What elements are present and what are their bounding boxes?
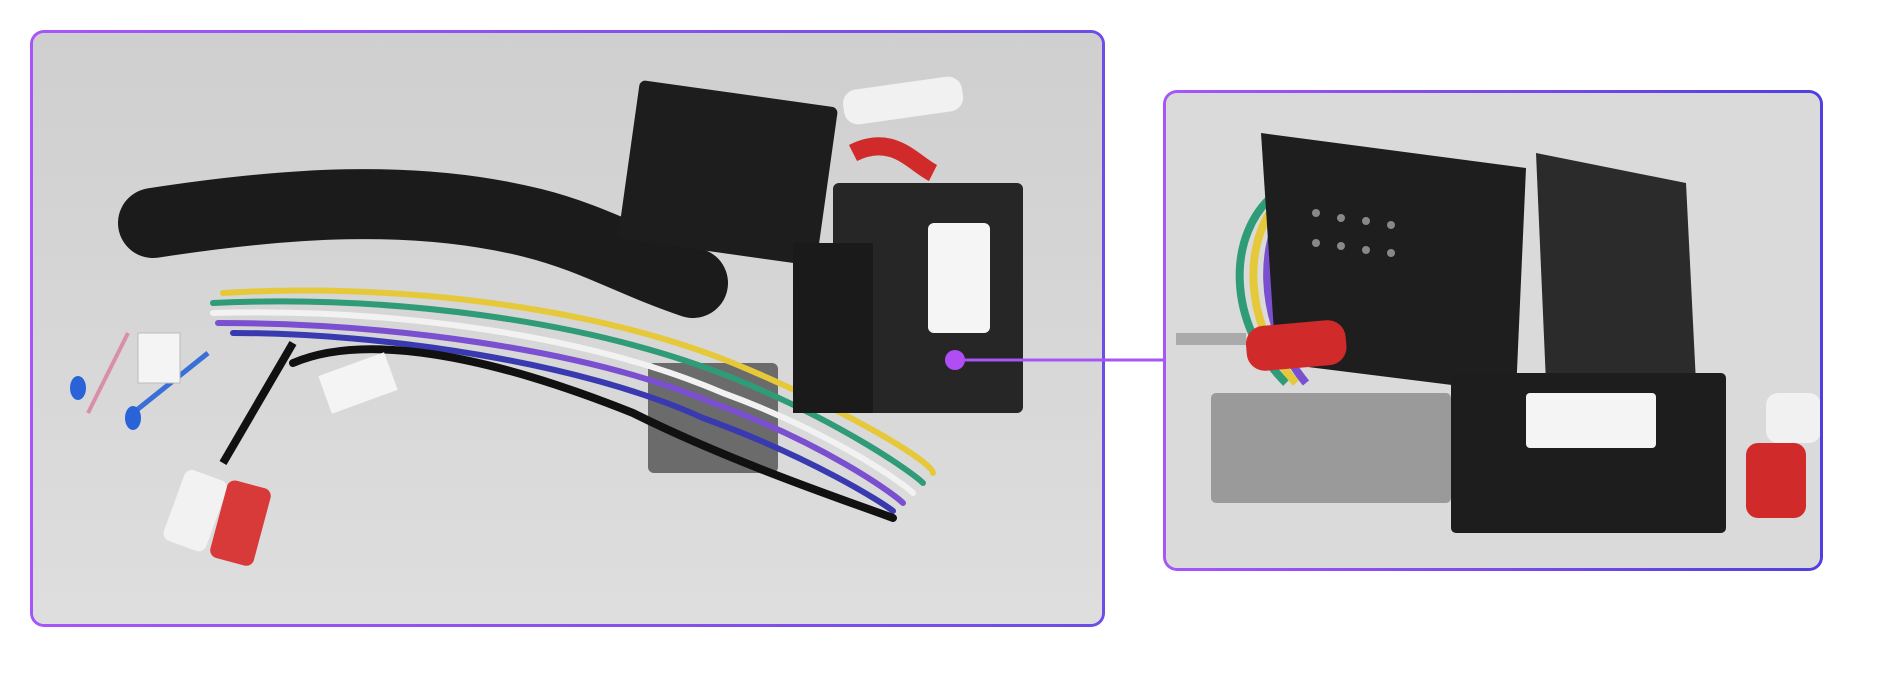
connector-closeup-image — [1166, 93, 1820, 568]
harness-overview-photo — [30, 30, 1105, 627]
connector-closeup-photo — [1163, 90, 1823, 571]
wiring-harness-image — [33, 33, 1102, 624]
